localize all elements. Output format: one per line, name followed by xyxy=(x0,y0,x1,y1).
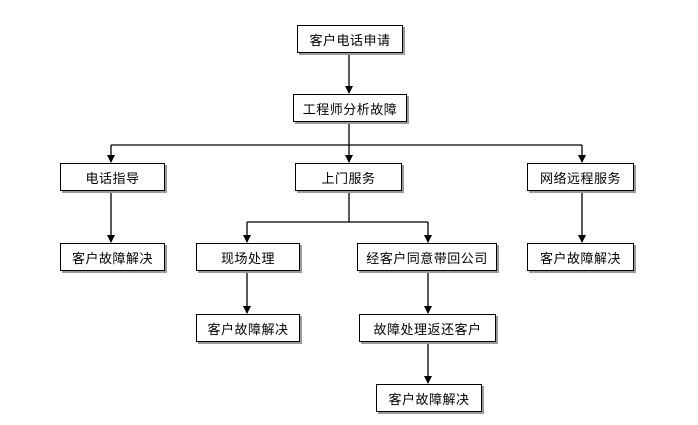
node-repair-return: 故障处理返还客户 xyxy=(359,314,496,342)
node-onsite-service: 上门服务 xyxy=(295,163,402,191)
node-remote-service: 网络远程服务 xyxy=(527,163,634,191)
node-phone-guide: 电话指导 xyxy=(60,163,165,191)
node-take-back-to-company: 经客户同意带回公司 xyxy=(357,243,497,271)
node-solved-after-guide: 客户故障解决 xyxy=(60,243,165,271)
node-onsite-handle: 现场处理 xyxy=(196,243,300,271)
node-solved-onsite: 客户故障解决 xyxy=(196,314,300,342)
node-phone-request: 客户电话申请 xyxy=(297,25,403,53)
node-solved-final: 客户故障解决 xyxy=(376,384,482,412)
node-engineer-analysis: 工程师分析故障 xyxy=(293,94,407,122)
node-solved-remote: 客户故障解决 xyxy=(527,243,634,271)
